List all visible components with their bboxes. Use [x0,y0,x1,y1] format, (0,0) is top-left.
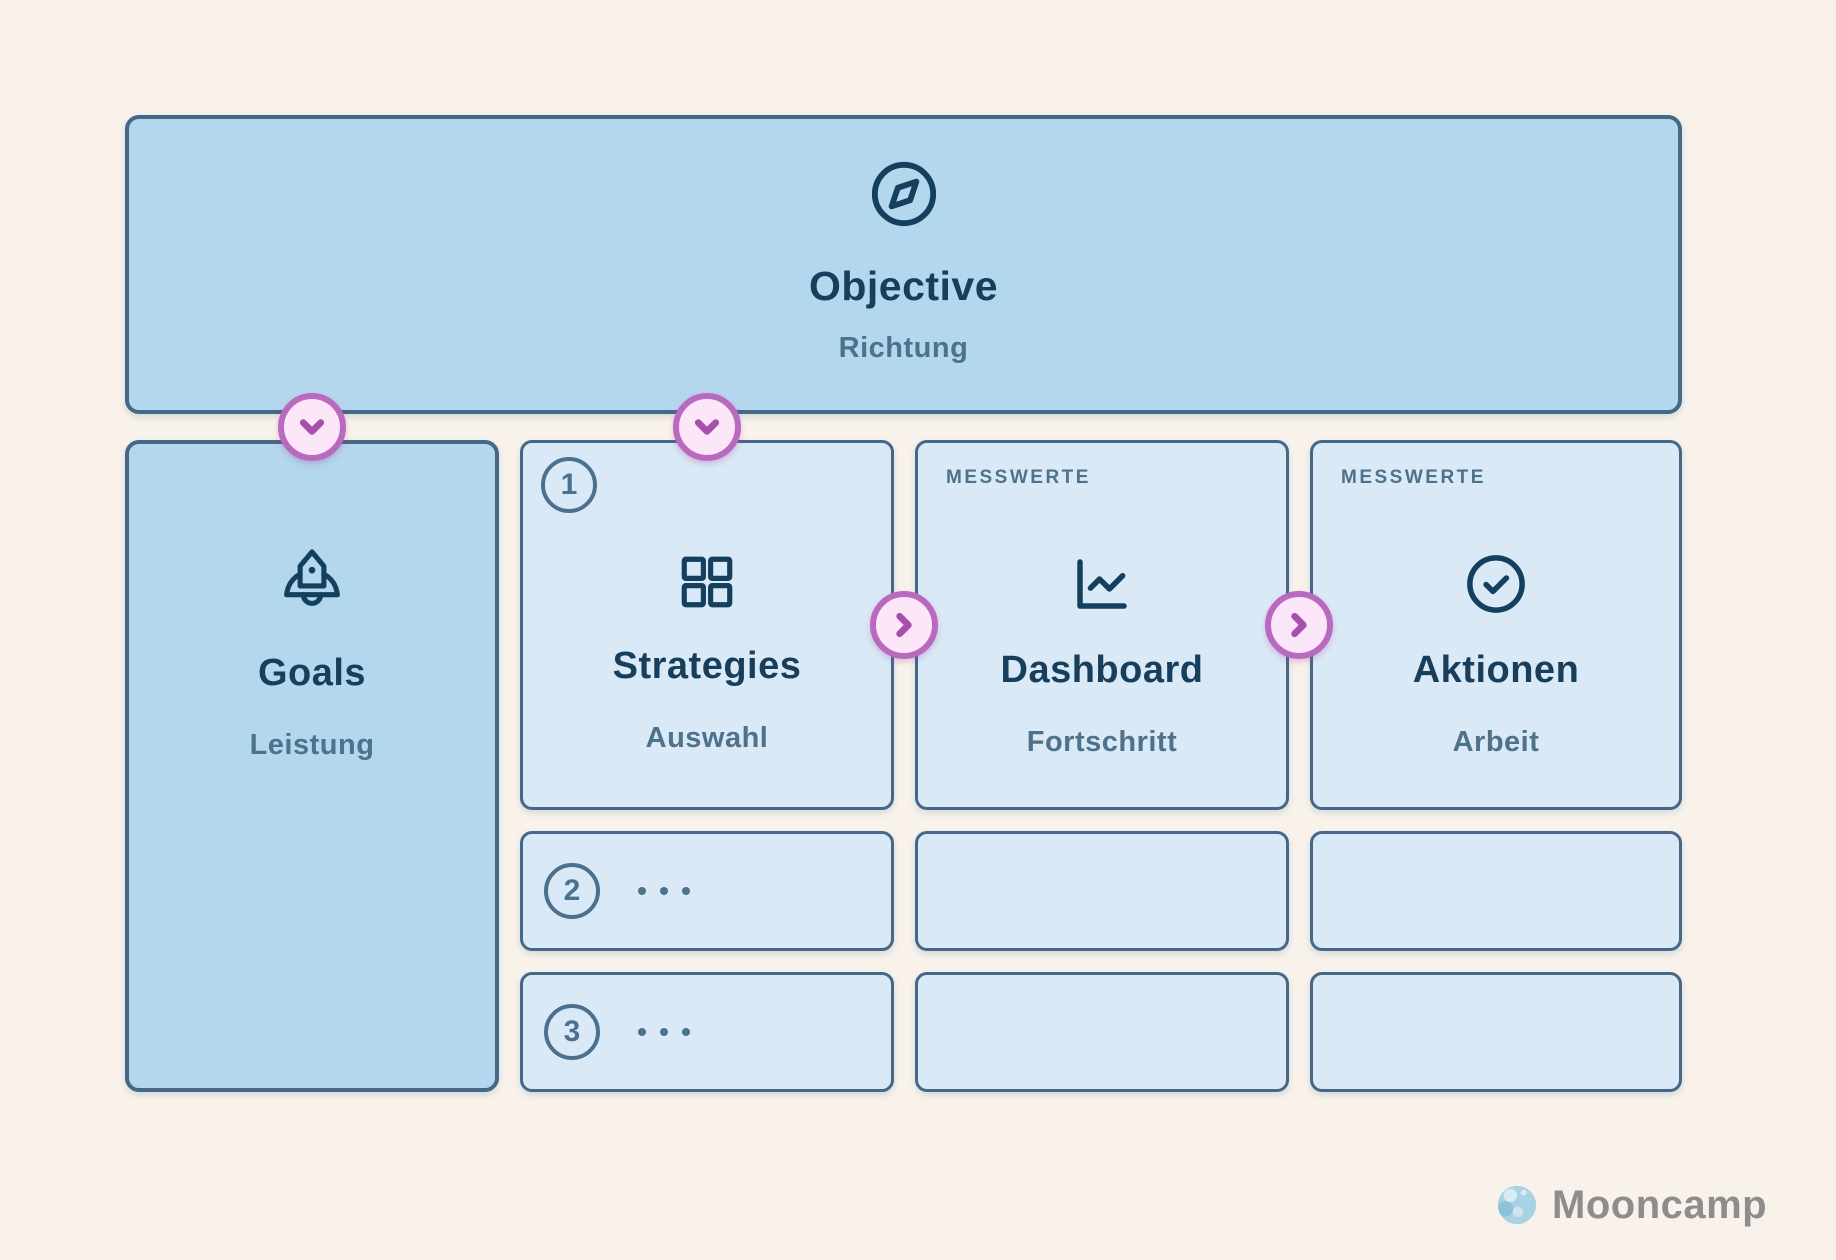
connector-objective-to-goals [278,393,346,461]
step-number-2: 2 [563,874,581,907]
connector-objective-to-strategies [673,393,741,461]
chevron-right-icon [1291,612,1307,638]
ellipsis-dot [660,1028,668,1036]
brand-logo: Mooncamp [1494,1182,1767,1228]
objective-content: Objective Richtung [129,119,1678,365]
goals-title: Goals [257,652,367,694]
brand-name: Mooncamp [1552,1182,1768,1227]
dashboard-subtitle: Fortschritt [1026,726,1178,758]
circle-check-icon [1467,555,1525,613]
strategies-row-3: 3 [520,972,894,1092]
chevron-down-icon [694,419,720,435]
step-number-1: 1 [560,468,578,501]
ellipsis-dot [638,887,646,895]
aktionen-card: MESSWERTE Aktionen Arbeit [1310,440,1682,810]
ellipsis-icon [638,887,690,895]
ellipsis-dot [682,887,690,895]
aktionen-content: Aktionen Arbeit [1313,443,1679,759]
step-number-badge-2: 2 [544,863,600,919]
dashboard-title: Dashboard [1000,649,1204,691]
dashboard-row-2-empty [915,831,1289,951]
strategies-subtitle: Auswahl [645,722,769,754]
chevron-down-icon [299,419,325,435]
grid-icon [681,556,733,608]
row-2-content: 2 [523,834,891,948]
rocket-icon [284,549,340,606]
strategies-title: Strategies [612,645,802,687]
chevron-right-icon [896,612,912,638]
dashboard-card: MESSWERTE Dashboard Fortschritt [915,440,1289,810]
dashboard-row-3-empty [915,972,1289,1092]
objective-subtitle: Richtung [838,332,969,364]
strategies-card: 1 Strategies Auswahl [520,440,894,810]
step-number-badge-1: 1 [541,457,597,513]
connector-strategies-to-dashboard [870,591,938,659]
aktionen-row-2-empty [1310,831,1682,951]
step-number-3: 3 [563,1015,581,1048]
ellipsis-dot [660,887,668,895]
ellipsis-dot [682,1028,690,1036]
dashboard-measure-label: MESSWERTE [946,467,1091,488]
aktionen-measure-label: MESSWERTE [1341,467,1486,488]
goals-box: Goals Leistung [125,440,499,1092]
chart-line-icon [1077,559,1127,609]
objective-box: Objective Richtung [125,115,1682,414]
aktionen-title: Aktionen [1412,649,1580,691]
aktionen-row-3-empty [1310,972,1682,1092]
moon-icon [1497,1185,1537,1225]
dashboard-content: Dashboard Fortschritt [918,443,1286,759]
objective-title: Objective [808,263,999,309]
goals-content: Goals Leistung [129,444,495,762]
strategies-row-2: 2 [520,831,894,951]
connector-dashboard-to-aktionen [1265,591,1333,659]
strategies-content: Strategies Auswahl [523,443,891,755]
ellipsis-dot [638,1028,646,1036]
goals-subtitle: Leistung [249,729,375,761]
aktionen-subtitle: Arbeit [1452,726,1540,758]
ellipsis-icon [638,1028,690,1036]
row-3-content: 3 [523,975,891,1089]
step-number-badge-3: 3 [544,1004,600,1060]
compass-icon [871,161,936,227]
